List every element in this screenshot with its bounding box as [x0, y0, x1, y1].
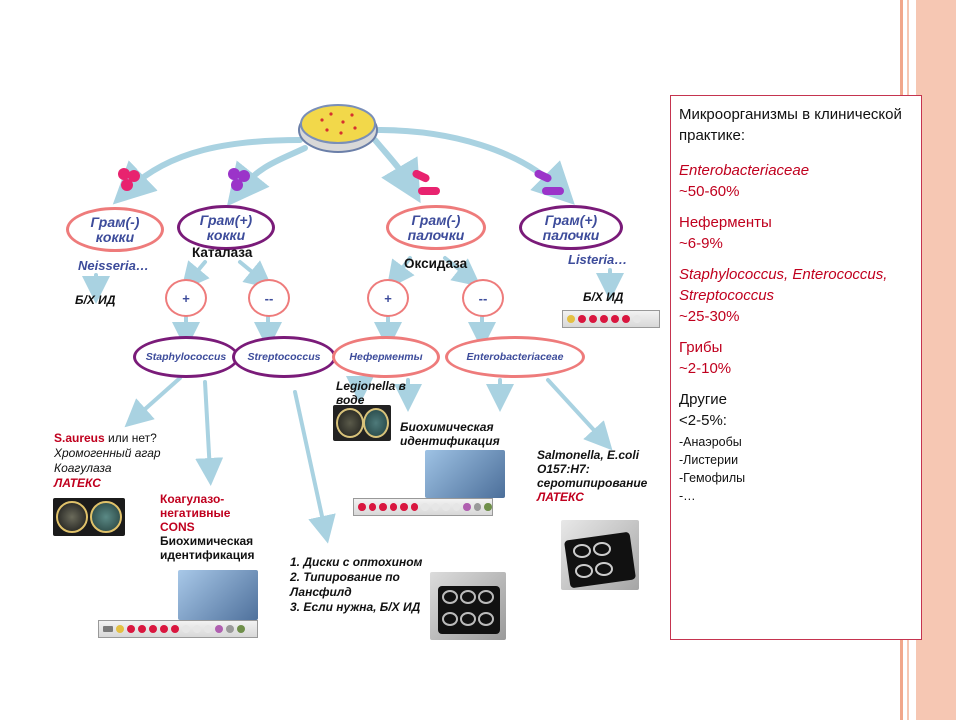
oval-gram-neg-rods: Грам(-) палочки [386, 205, 486, 250]
api-strip-cons [98, 620, 258, 638]
bh-id-right-label: Б/Х ИД [583, 290, 624, 304]
saureus-question: или нет? [104, 431, 157, 445]
gram-neg-rods-label: Грам(-) палочки [407, 211, 465, 243]
arrow-petri-to-gneg-rods [372, 137, 421, 204]
clinical-microorganisms-panel: Микроорганизмы в клинической практике: E… [670, 95, 922, 640]
panel-nonferm-pct: ~6-9% [679, 235, 723, 252]
oval-gram-pos-rods: Грам(+) палочки [519, 205, 623, 250]
panel-other-pct: <2-5%: [679, 412, 727, 429]
lancefield-card-photo [430, 572, 506, 640]
purple-rods-icon [534, 170, 564, 195]
arrow-gpc-plus [181, 260, 210, 291]
panel-entero-pct: ~50-60% [679, 183, 740, 200]
saureus-name: S.aureus [54, 431, 105, 445]
latex-card-photo [561, 520, 639, 590]
arrow-strep-notes [293, 390, 336, 544]
arrow-petri-to-gneg-cocci [112, 137, 303, 205]
salmonella-serotyping-label: Salmonella, E.coli O157:H7: серотипирова… [537, 448, 648, 490]
panel-other-more: -… [679, 489, 696, 503]
oxidase-plus-node: + [367, 279, 409, 317]
microplate-photo-mid [425, 450, 505, 498]
coagulase-label: Коагулаза [54, 461, 112, 475]
gram-neg-cocci-label: Грам(-) кокки [90, 213, 140, 245]
arrow-gnr-minus [443, 256, 481, 287]
catalase-label: Каталаза [192, 245, 253, 260]
salmonella-notes: Salmonella, E.coli O157:H7: серотипирова… [537, 448, 655, 504]
strep-note-1: 1. Диски с оптохином [290, 555, 423, 569]
latex-label-left: ЛАТЕКС [54, 476, 101, 490]
saureus-plates-photo [53, 498, 125, 536]
panel-fungi-pct: ~2-10% [679, 360, 732, 377]
staphylococcus-label: Staphylococcus [145, 351, 227, 363]
cons-notes: Коагулазо- негативные CONS Биохимическая… [160, 492, 270, 562]
neisseria-label: Neisseria… [78, 258, 149, 273]
catalase-minus-node: -- [248, 279, 290, 317]
arrow-gnr-plus [386, 256, 415, 290]
cons-biochem-label: Биохимическая идентификация [160, 534, 255, 562]
saureus-notes: S.aureus или нет? Хромогенный агар Коагу… [54, 431, 161, 491]
panel-title: Микроорганизмы в клинической практике: [679, 106, 902, 144]
bh-id-left-label: Б/Х ИД [75, 293, 116, 307]
latex-label-right: ЛАТЕКС [537, 490, 584, 504]
pink-cocci-icon [118, 168, 140, 191]
gram-pos-rods-label: Грам(+) палочки [542, 211, 600, 243]
oxidase-minus-node: -- [462, 279, 504, 317]
panel-fungi-name: Грибы [679, 339, 723, 356]
api-strip-listeria [562, 310, 660, 328]
strep-note-2: 2. Типирование по Лансфилд [290, 570, 400, 599]
panel-nonferm-name: Неферменты [679, 214, 772, 231]
microplate-photo-cons [178, 570, 258, 620]
biochem-id-mid-label: Биохимическая идентификация [400, 420, 500, 448]
oval-streptococcus: Streptococcus [232, 336, 336, 378]
arrow-gpc-minus [238, 260, 273, 289]
enterobacteriaceae-label: Enterobacteriaceae [466, 351, 564, 363]
legionella-plates-photo [333, 405, 391, 441]
purple-cocci-icon [228, 168, 250, 191]
oval-gram-neg-cocci: Грам(-) кокки [66, 207, 164, 252]
listeria-label: Listeria… [568, 252, 628, 267]
arrow-entero-salmonella [546, 378, 613, 451]
oval-nonfermenters: Неферменты [332, 336, 440, 378]
panel-entero-name: Enterobacteriaceae [679, 162, 810, 179]
chromogenic-agar-label: Хромогенный агар [54, 446, 161, 460]
panel-other-anaerobes: -Анаэробы [679, 435, 742, 449]
legionella-label: Legionella в воде [336, 379, 406, 407]
oxidase-label: Оксидаза [404, 256, 468, 271]
cons-line-1: Коагулазо- [160, 492, 225, 506]
panel-gpc-pct: ~25-30% [679, 308, 740, 325]
nonfermenters-label: Неферменты [349, 351, 423, 363]
strep-note-3: 3. Если нужна, Б/Х ИД [290, 600, 421, 614]
oval-enterobacteriaceae: Enterobacteriaceae [445, 336, 585, 378]
panel-gpc-name: Staphylococcus, Enterococcus, Streptococ… [679, 266, 888, 304]
streptococcus-label: Streptococcus [247, 351, 321, 363]
petri-dish-icon [297, 100, 379, 154]
strep-notes: 1. Диски с оптохином 2. Типирование по Л… [290, 555, 450, 615]
panel-other-name: Другие [679, 391, 728, 408]
arrow-petri-to-gpos-cocci [226, 145, 308, 207]
oval-staphylococcus: Staphylococcus [133, 336, 239, 378]
cons-line-3: CONS [160, 520, 195, 534]
arrow-staph-cons [195, 380, 224, 486]
arrow-staph-saureus [124, 376, 182, 428]
gram-pos-cocci-label: Грам(+) кокки [199, 211, 253, 243]
catalase-plus-node: + [165, 279, 207, 317]
panel-other-listeria: -Листерии [679, 453, 739, 467]
panel-other-haemophilus: -Гемофилы [679, 471, 746, 485]
oval-gram-pos-cocci: Грам(+) кокки [177, 205, 275, 250]
cons-line-2: негативные [160, 506, 231, 520]
api-strip-mid [353, 498, 493, 516]
pink-rods-icon [412, 170, 440, 195]
